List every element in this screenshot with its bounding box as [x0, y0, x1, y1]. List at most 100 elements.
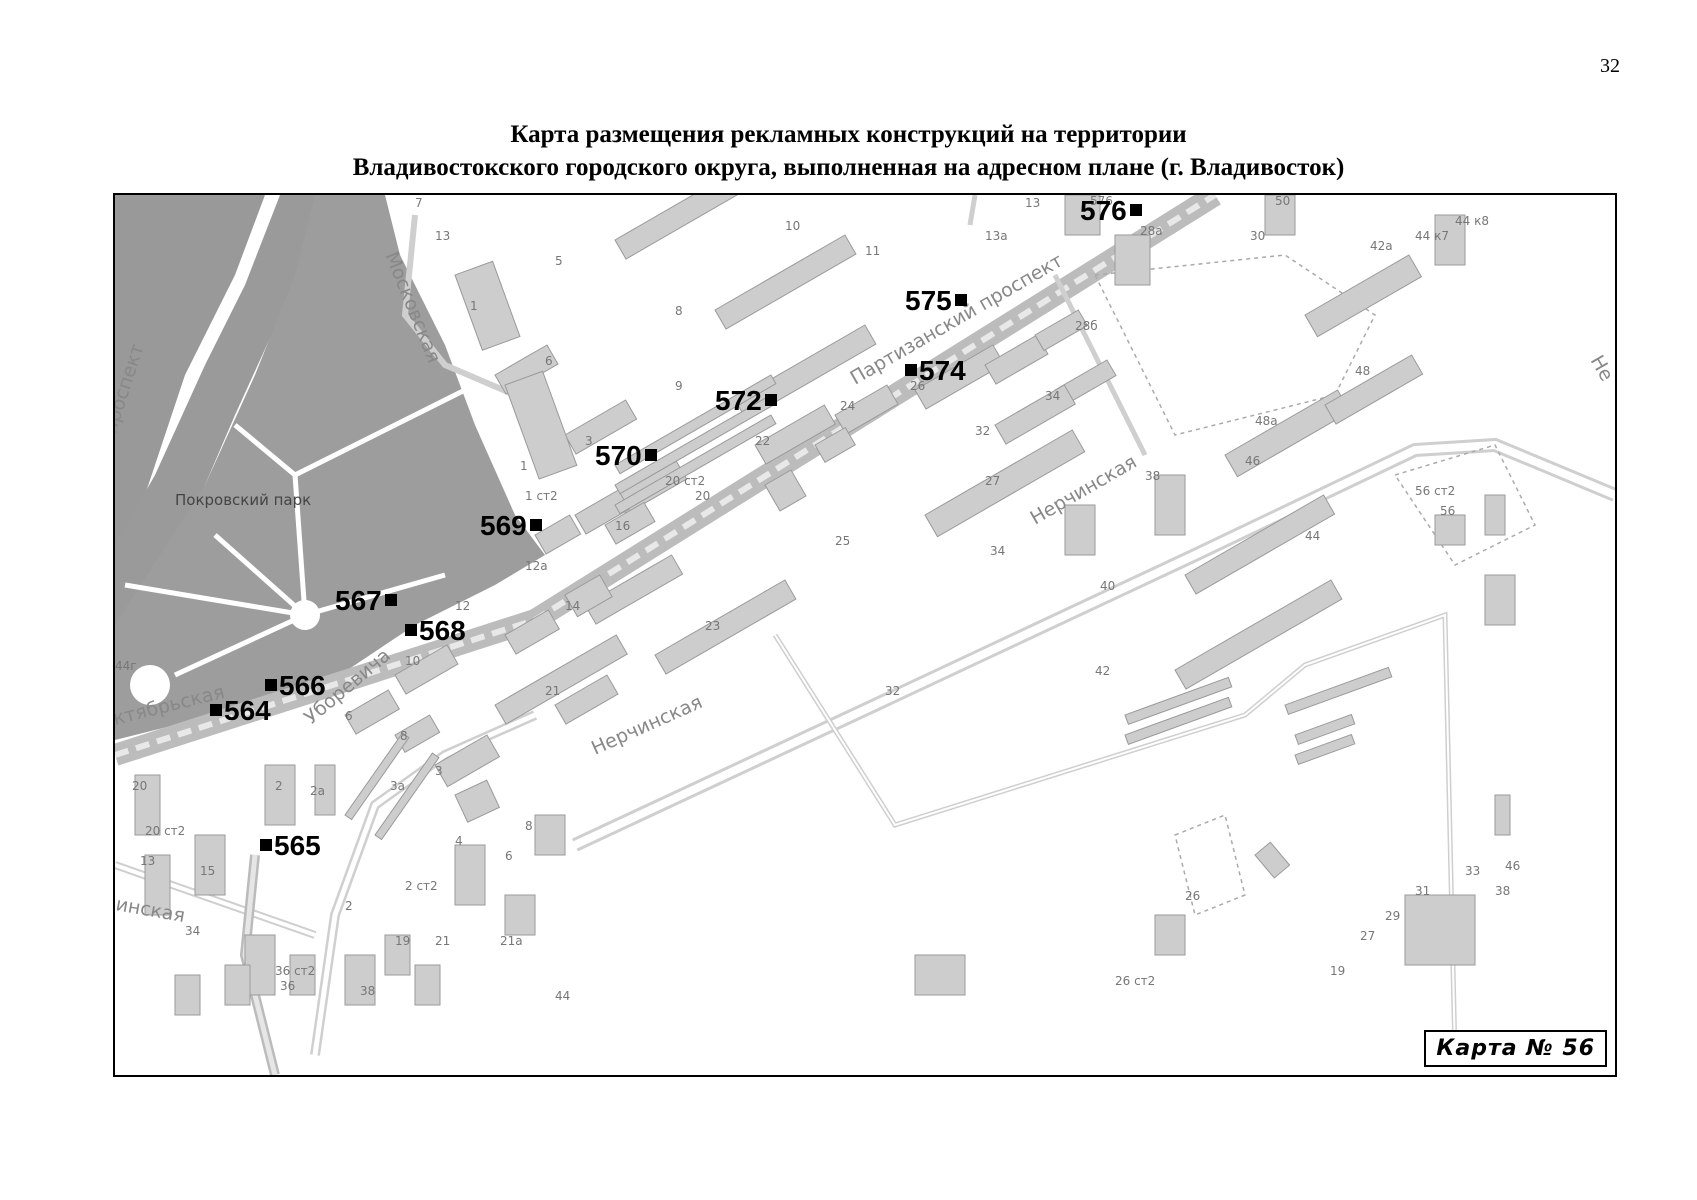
ad-marker-icon	[265, 679, 277, 691]
park-name: Покровский парк	[175, 491, 311, 509]
house-number: 46	[1245, 454, 1260, 468]
house-number: 13а	[985, 229, 1008, 243]
house-number: 10	[405, 654, 420, 668]
ad-marker-567[interactable]: 567	[335, 585, 397, 616]
building	[764, 469, 807, 512]
ad-marker-label: 568	[419, 615, 466, 646]
house-number: 2 ст2	[405, 879, 438, 893]
building	[344, 732, 410, 821]
ad-marker-icon	[905, 364, 917, 376]
house-number: 38	[1145, 469, 1160, 483]
building	[134, 774, 161, 836]
building	[564, 399, 638, 455]
ad-marker-572[interactable]: 572	[715, 385, 777, 416]
house-number: 3	[585, 434, 593, 448]
building	[454, 779, 501, 823]
building	[1404, 894, 1476, 966]
house-number: 32	[885, 684, 900, 698]
building	[914, 954, 966, 996]
building	[394, 644, 459, 695]
house-number: 48а	[1255, 414, 1278, 428]
house-number: 9	[675, 379, 683, 393]
ad-marker-label: 567	[335, 585, 382, 616]
building	[1284, 666, 1393, 716]
house-number: 21	[435, 934, 450, 948]
building	[1494, 794, 1511, 836]
ad-marker-icon	[210, 704, 222, 716]
house-number: 44г	[115, 659, 137, 673]
ad-marker-564[interactable]: 564	[210, 695, 271, 726]
house-number: 20	[695, 489, 710, 503]
house-number: 13	[140, 854, 155, 868]
house-number: 34	[185, 924, 200, 938]
house-number: 12а	[525, 559, 548, 573]
park-roundabout	[130, 665, 170, 705]
house-number: 31	[1415, 884, 1430, 898]
ad-marker-575[interactable]: 575	[905, 285, 967, 316]
house-number: 2а	[310, 784, 325, 798]
house-number: 28а	[1140, 224, 1163, 238]
building	[434, 734, 501, 788]
house-number: 2	[345, 899, 353, 913]
ad-marker-566[interactable]: 566	[265, 670, 326, 701]
building	[289, 954, 316, 996]
building	[454, 260, 521, 351]
building	[1034, 309, 1088, 352]
building	[1154, 914, 1186, 956]
house-number: 21а	[500, 934, 523, 948]
building	[1174, 579, 1343, 690]
ad-marker-label: 570	[595, 440, 642, 471]
building	[1124, 696, 1233, 746]
house-number: 5	[555, 254, 563, 268]
building	[654, 579, 797, 675]
ad-marker-568[interactable]: 568	[405, 615, 466, 646]
building	[1484, 574, 1516, 626]
house-number: 30	[1250, 229, 1265, 243]
house-number: 36	[280, 979, 295, 993]
ad-marker-569[interactable]: 569	[480, 510, 542, 541]
building	[504, 370, 578, 480]
house-number: 576	[1090, 195, 1113, 208]
house-number: 13	[435, 229, 450, 243]
building	[994, 384, 1076, 445]
building	[534, 814, 566, 856]
house-number: 10	[785, 219, 800, 233]
ad-marker-576[interactable]: 576	[1080, 195, 1142, 226]
house-number: 28б	[1075, 319, 1098, 333]
house-number: 8	[675, 304, 683, 318]
ad-marker-icon	[955, 294, 967, 306]
house-number: 40	[1100, 579, 1115, 593]
house-number: 38	[1495, 884, 1510, 898]
dashed-areas	[1093, 254, 1537, 917]
house-number: 32	[975, 424, 990, 438]
ad-marker-574[interactable]: 574	[905, 355, 966, 386]
house-number: 6	[345, 709, 353, 723]
house-number: 34	[1045, 389, 1060, 403]
ad-marker-label: 572	[715, 385, 762, 416]
ad-marker-label: 566	[279, 670, 326, 701]
house-number: 19	[1330, 964, 1345, 978]
ad-marker-570[interactable]: 570	[595, 440, 657, 471]
house-number: 42	[1095, 664, 1110, 678]
building	[1124, 676, 1233, 726]
house-number: 42а	[1370, 239, 1393, 253]
house-number: 44 к7	[1415, 229, 1449, 243]
building	[344, 689, 400, 735]
building	[1254, 841, 1291, 879]
house-number: 24	[840, 399, 855, 413]
park-fountain	[290, 600, 320, 630]
ad-marker-565[interactable]: 565	[260, 830, 321, 861]
building	[454, 844, 486, 906]
ad-marker-icon	[385, 594, 397, 606]
building	[1434, 214, 1466, 266]
building	[834, 384, 899, 435]
building	[1434, 514, 1466, 546]
house-number: 21	[545, 684, 560, 698]
building	[584, 554, 684, 625]
house-number: 16	[615, 519, 630, 533]
building	[224, 964, 251, 1006]
ad-marker-label: 564	[224, 695, 271, 726]
